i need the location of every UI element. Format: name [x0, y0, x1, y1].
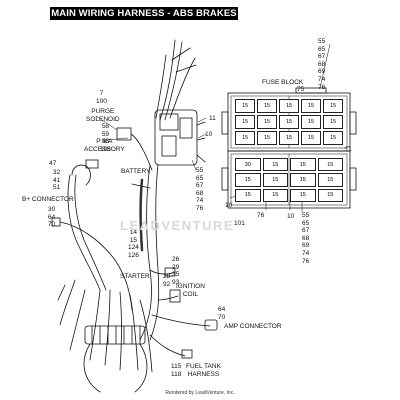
ignition-coil-label: IGNITION COIL — [176, 283, 205, 298]
lower-fuse-cell: 15 — [317, 158, 343, 172]
callout-accessory-side: 32 41 51 — [53, 169, 61, 192]
p-and-a-accessory-label: P & A ACCESSORY — [84, 138, 125, 153]
fuse-block-drawing — [221, 87, 357, 209]
callout-purge-side: 58 59 96 108 — [100, 123, 111, 153]
battery-label: BATTERY — [121, 168, 151, 175]
callout-purge-top: 7 100 — [96, 90, 107, 105]
callout-starter-side: 28 92 — [163, 273, 171, 288]
callout-coil-top: 26 29 35 93 — [172, 256, 180, 286]
callout-amp: 64 70 — [218, 306, 226, 321]
fuse-block-label: FUSE BLOCK — [262, 79, 304, 86]
callout-battery-cable: 14 15 124 126 — [128, 229, 139, 259]
upper-fuse-cell: 15 — [301, 99, 321, 113]
upper-fuse-cell: 15 — [279, 99, 299, 113]
upper-fuse-cell: 15 — [323, 115, 343, 129]
lower-fuse-cell: 15 — [317, 173, 343, 187]
callout-harness-right: 55 65 67 68 74 76 — [196, 167, 204, 212]
lower-fuse-cell: 15 — [235, 188, 261, 202]
upper-fuse-cell: 15 — [257, 115, 277, 129]
callout-fuel-tank: 115 118 — [171, 363, 182, 378]
starter-label: STARTER — [120, 273, 150, 280]
callout-fuse-101: 101 — [234, 220, 245, 227]
lower-fuse-cell: 15 — [262, 188, 288, 202]
b-plus-connector-label: B+ CONNECTOR — [22, 196, 74, 203]
callout-fuse-10b: 10 — [287, 213, 295, 220]
upper-fuse-cell: 15 — [235, 99, 255, 113]
footer-credit: Rendered by LeadVenture, Inc. — [165, 390, 235, 396]
upper-fuse-cell: 15 — [323, 131, 343, 145]
upper-fuse-cell: 15 — [235, 115, 255, 129]
upper-fuse-cell: 15 — [279, 131, 299, 145]
fuel-tank-harness-label: FUEL TANK HARNESS — [186, 363, 221, 378]
purge-solenoid-label: PURGE SOLENOID — [86, 108, 120, 123]
callout-fuse-10: 10 — [225, 202, 233, 209]
upper-fuse-cell: 15 — [235, 131, 255, 145]
lower-fuse-cell: 15 — [235, 173, 261, 187]
lower-fuse-cell: 15 — [262, 173, 288, 187]
lower-fuse-cell: 15 — [317, 188, 343, 202]
upper-fuse-cell: 15 — [323, 99, 343, 113]
callout-harness-10: 10 — [205, 131, 213, 138]
lower-fuse-cell: 15 — [262, 158, 288, 172]
amp-connector-label: AMP CONNECTOR — [224, 323, 282, 330]
lower-fuse-cell: 15 — [290, 158, 316, 172]
callout-harness-11: 11 — [209, 115, 216, 122]
lower-fuse-cell: 15 — [290, 173, 316, 187]
page-title: MAIN WIRING HARNESS - ABS BRAKES — [50, 7, 238, 20]
callout-fuse-top: 55 65 67 68 69 74 76 — [318, 38, 326, 91]
lower-fuse-cell: 15 — [290, 188, 316, 202]
callout-b-plus: 30 64 70 — [48, 206, 56, 229]
callout-fuse-11: 11 — [345, 146, 352, 153]
lower-fuse-cell: 30 — [235, 158, 261, 172]
callout-fuse-bottom: 55 65 67 68 69 74 76 — [302, 212, 310, 265]
watermark: LEADVENTURE — [120, 218, 235, 233]
upper-fuse-cell: 15 — [257, 131, 277, 145]
callout-p-and-a: 47 — [49, 160, 57, 167]
upper-fuse-cell: 15 — [301, 131, 321, 145]
callout-fuse-76: 76 — [257, 212, 265, 219]
upper-fuse-cell: 15 — [257, 99, 277, 113]
upper-fuse-cell: 15 — [279, 115, 299, 129]
upper-fuse-cell: 15 — [301, 115, 321, 129]
callout-fuse-75: 75 — [297, 86, 305, 93]
